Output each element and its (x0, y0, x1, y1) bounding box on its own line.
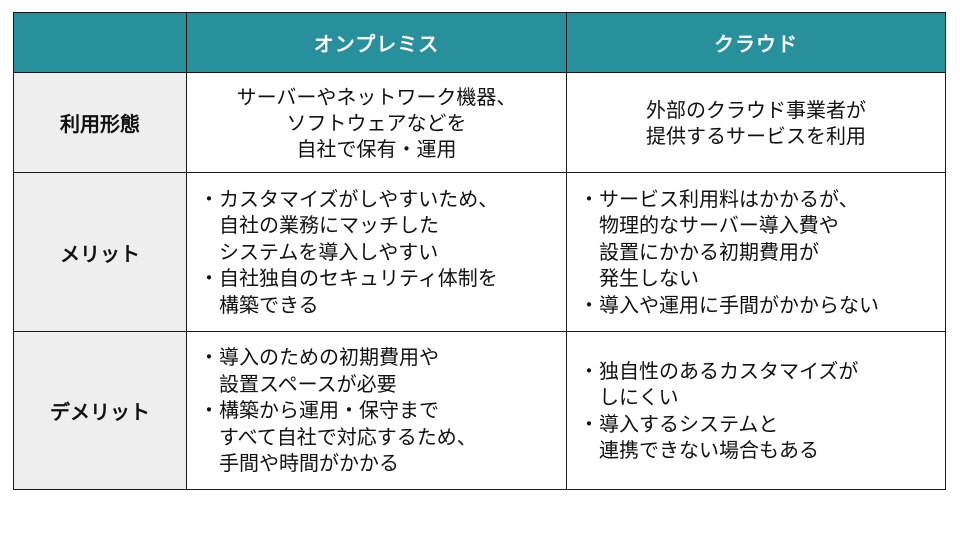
text-line: しにくい (599, 385, 679, 409)
text-line: カスタマイズがしやすいため、 (219, 186, 499, 211)
bullet-icon: ・ (199, 186, 219, 211)
text-line: 設置にかかる初期費用が (599, 239, 819, 264)
table-row-usage: 利用形態 サーバーやネットワーク機器、 ソフトウェアなどを 自社で保有・運用 外… (13, 72, 946, 173)
text-line: 物理的なサーバー導入費や (599, 213, 839, 238)
row-label-merits: メリット (13, 172, 187, 332)
text-line: 外部のクラウド事業者が (646, 97, 866, 122)
text-line: すべて自社で対応するため、 (219, 424, 477, 449)
table-row-merits: メリット ・ カスタマイズがしやすいため、 自社の業務にマッチした システムを導… (13, 172, 946, 332)
cell-usage-cloud: 外部のクラウド事業者が 提供するサービスを利用 (566, 72, 946, 173)
text-line: 導入や運用に手間がかからない (599, 292, 879, 317)
text-line: システムを導入しやすい (219, 239, 439, 264)
cell-merits-onpremise: ・ カスタマイズがしやすいため、 自社の業務にマッチした システムを導入しやすい… (186, 172, 567, 332)
text-line: 構築できる (219, 292, 319, 317)
row-label-demerits: デメリット (13, 331, 187, 490)
text-line: 導入するシステムと (599, 411, 779, 436)
list-item: ・ サービス利用料はかかるが、 物理的なサーバー導入費や 設置にかかる初期費用が… (579, 186, 945, 292)
header-onpremise: オンプレミス (186, 12, 567, 73)
bullet-icon: ・ (579, 411, 599, 436)
text-line: サービス利用料はかかるが、 (599, 186, 859, 211)
text-line: 自社の業務にマッチした (219, 213, 439, 238)
cell-demerits-onpremise: ・ 導入のための初期費用や 設置スペースが必要 ・ 構築から運用・保守まで すべ… (186, 331, 567, 490)
bullet-icon: ・ (579, 358, 599, 383)
cell-usage-onpremise: サーバーやネットワーク機器、 ソフトウェアなどを 自社で保有・運用 (186, 72, 567, 173)
table-row-demerits: デメリット ・ 導入のための初期費用や 設置スペースが必要 ・ 構築から運用・保… (13, 331, 946, 490)
text-line: ソフトウェアなどを (286, 110, 467, 135)
row-label-usage: 利用形態 (13, 72, 187, 173)
comparison-table: オンプレミス クラウド 利用形態 サーバーやネットワーク機器、 ソフトウェアなど… (13, 12, 946, 490)
list-item: ・ 導入のための初期費用や 設置スペースが必要 (199, 344, 566, 397)
text-line: 自社独自のセキュリティ体制を (219, 266, 498, 291)
text-line: 提供するサービスを利用 (646, 123, 866, 148)
cell-demerits-cloud: ・ 独自性のあるカスタマイズが しにくい ・ 導入するシステムと 連携できない場… (566, 331, 946, 490)
list-item: ・ 自社独自のセキュリティ体制を 構築できる (199, 265, 566, 318)
header-corner-cell (13, 12, 187, 73)
text-line: 発生しない (599, 266, 699, 291)
bullet-icon: ・ (579, 292, 599, 317)
text-line: 手間や時間がかかる (219, 451, 399, 476)
bullet-icon: ・ (199, 266, 219, 291)
header-row: オンプレミス クラウド (13, 12, 946, 73)
bullet-icon: ・ (199, 345, 219, 370)
list-item: ・ 導入するシステムと 連携できない場合もある (579, 411, 945, 464)
text-line: 独自性のあるカスタマイズが (599, 358, 859, 383)
header-cloud: クラウド (566, 12, 946, 73)
text-line: サーバーやネットワーク機器、 (236, 84, 517, 109)
list-item: ・ 独自性のあるカスタマイズが しにくい (579, 358, 945, 411)
list-item: ・ 導入や運用に手間がかからない (579, 292, 945, 319)
text-line: 構築から運用・保守まで (219, 398, 439, 423)
bullet-icon: ・ (579, 186, 599, 211)
list-item: ・ カスタマイズがしやすいため、 自社の業務にマッチした システムを導入しやすい (199, 186, 566, 266)
bullet-icon: ・ (199, 398, 219, 423)
text-line: 自社で保有・運用 (296, 136, 457, 161)
list-item: ・ 構築から運用・保守まで すべて自社で対応するため、 手間や時間がかかる (199, 397, 566, 477)
cell-merits-cloud: ・ サービス利用料はかかるが、 物理的なサーバー導入費や 設置にかかる初期費用が… (566, 172, 946, 332)
text-line: 導入のための初期費用や (219, 345, 439, 370)
text-line: 連携できない場合もある (599, 438, 819, 462)
text-line: 設置スペースが必要 (219, 371, 397, 396)
